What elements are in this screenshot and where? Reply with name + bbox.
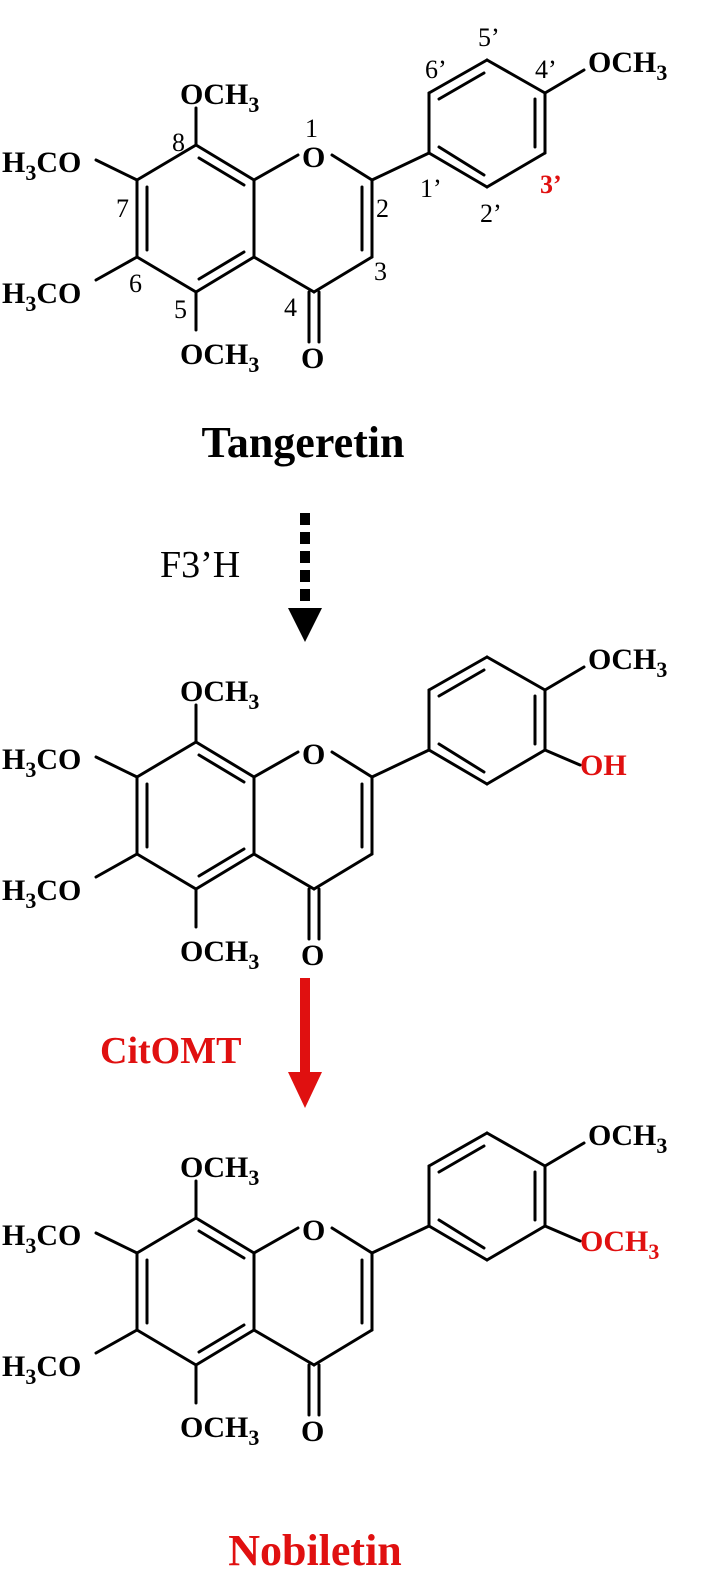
locant-4: 4 [284,293,297,322]
ring-oxygen-label: O [302,738,325,771]
c5-methoxy-label: OCH3 [180,1411,259,1450]
nobiletin-structure: OCH3 H3CO H3CO OCH3 O O OCH3 OCH3 [2,1119,667,1450]
locant-1-prime: 1’ [420,174,442,203]
locant-5: 5 [174,295,187,324]
locant-4-prime: 4’ [535,55,557,84]
c-ring-bonds [252,153,374,344]
c7-methoxy-label: H3CO [2,743,81,782]
c5-methoxy-label: OCH3 [180,338,259,377]
locant-8: 8 [172,128,185,157]
c8-methoxy-label: OCH3 [180,1151,259,1190]
ring-oxygen-label: O [302,1214,325,1247]
c8-methoxy-label: OCH3 [180,675,259,714]
citomt-arrow [288,978,322,1108]
locant-3: 3 [374,257,387,286]
carbonyl-oxygen-label: O [301,1415,324,1448]
f3h-enzyme-label: F3’H [160,544,240,586]
nobiletin-label: Nobiletin [228,1526,402,1575]
c5-methoxy-label: OCH3 [180,935,259,974]
c3p-methoxy-label: OCH3 [580,1225,659,1264]
carbonyl-oxygen-label: O [301,939,324,972]
c7-methoxy-label: H3CO [2,146,81,185]
c3p-hydroxyl-label: OH [580,749,627,782]
c6-methoxy-label: H3CO [2,874,81,913]
tangeretin-structure: OCH3 H3CO H3CO OCH3 O O OCH3 1 2 3 4 5 6… [2,23,667,377]
c6-methoxy-label: H3CO [2,277,81,316]
c4p-methoxy-label: OCH3 [588,643,667,682]
carbonyl-oxygen-label: O [301,342,324,375]
ring-oxygen-label: O [302,141,325,174]
intermediate-structure: OCH3 H3CO H3CO OCH3 O O OCH3 OH [2,643,667,974]
locant-3-prime: 3’ [540,170,562,199]
locant-7: 7 [116,194,129,223]
locant-1: 1 [305,114,318,143]
c7-methoxy-label: H3CO [2,1219,81,1258]
locant-2-prime: 2’ [480,199,502,228]
c4p-methoxy-label: OCH3 [588,46,667,85]
c4p-methoxy-label: OCH3 [588,1119,667,1158]
locant-5-prime: 5’ [478,23,500,52]
b-ring-bonds [370,58,586,189]
locant-6-prime: 6’ [425,55,447,84]
tangeretin-label: Tangeretin [202,418,405,467]
a-ring-bonds [135,143,256,294]
c8-methoxy-label: OCH3 [180,78,259,117]
locant-6: 6 [129,269,142,298]
locant-2: 2 [376,194,389,223]
c6-methoxy-label: H3CO [2,1350,81,1389]
atom-numbering: 1 2 3 4 5 6 7 8 1’ 2’ 3’ 4’ 5’ 6’ [116,23,562,324]
citomt-enzyme-label: CitOMT [100,1030,241,1072]
methoxy-bonds [94,106,198,332]
f3h-dotted-arrow [288,513,322,642]
